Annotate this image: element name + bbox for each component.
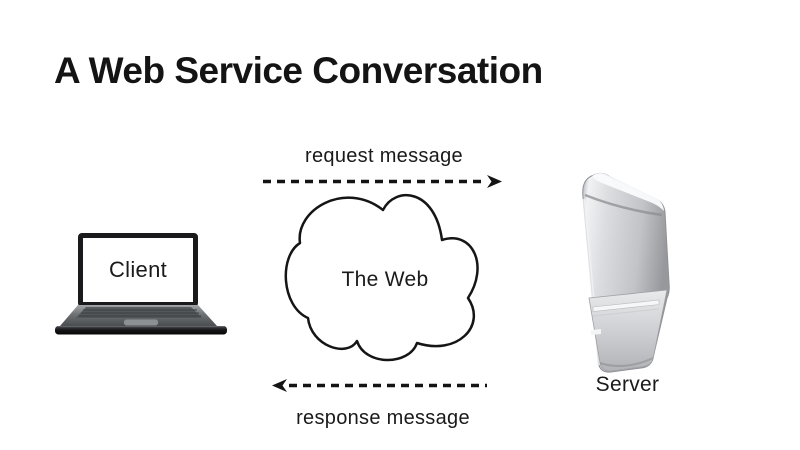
request-arrow-icon (263, 175, 502, 188)
client-node: Client (50, 228, 230, 338)
request-flow: request message (255, 144, 513, 189)
web-node: The Web (284, 194, 485, 366)
laptop-icon: Client (78, 233, 198, 307)
laptop-base-icon (55, 305, 227, 335)
response-flow: response message (272, 378, 494, 430)
cloud-icon (284, 194, 479, 362)
server-node: Server (570, 165, 685, 410)
response-label: response message (296, 407, 470, 429)
client-label: Client (108, 257, 168, 282)
server-tower-icon (582, 172, 670, 373)
server-label: Server (595, 373, 660, 396)
web-label: The Web (341, 268, 429, 291)
response-arrow-icon (272, 379, 487, 392)
request-label: request message (305, 145, 463, 167)
slide-title: A Web Service Conversation (54, 50, 543, 91)
